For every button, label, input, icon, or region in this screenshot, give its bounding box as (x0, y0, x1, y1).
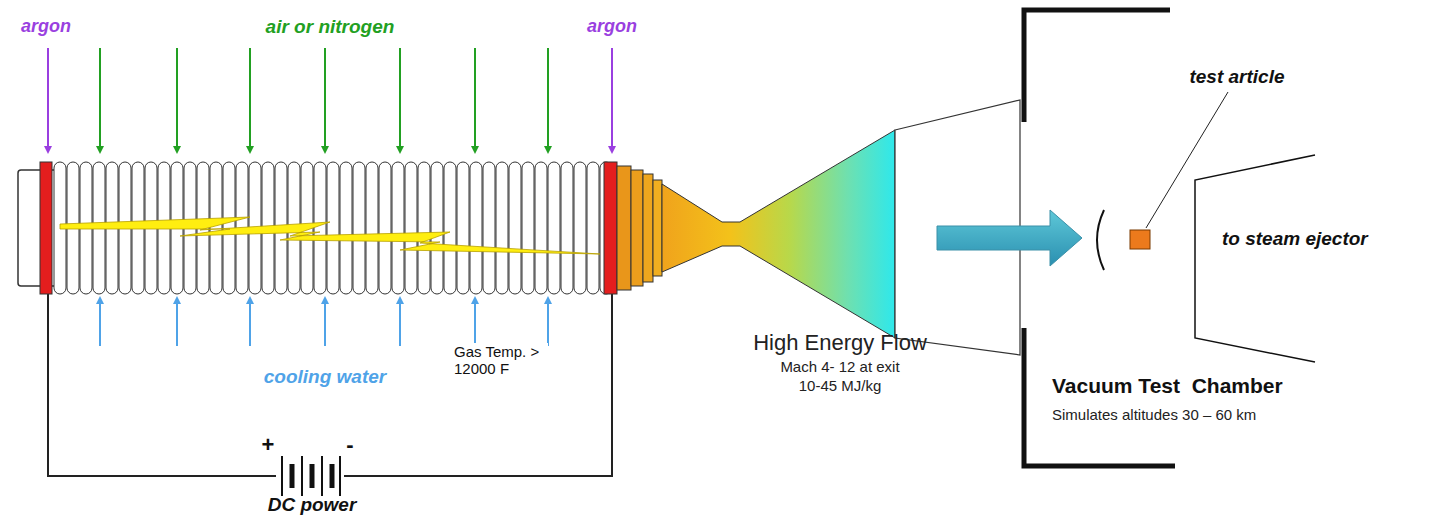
argon-arrow (611, 48, 613, 152)
bow-shock (1097, 210, 1104, 270)
tube-segment (314, 162, 326, 294)
gas-label: air or nitrogen (266, 16, 395, 38)
polarity-sign: + (262, 432, 275, 457)
tube-segment (561, 162, 573, 294)
tube-segment (509, 162, 521, 294)
gas-arrow (324, 48, 326, 152)
flow-note: Mach 4- 12 at exit (780, 358, 899, 375)
polarity-sign: - (346, 432, 353, 457)
flow-note: 10-45 MJ/kg (799, 377, 882, 394)
tube-segment (418, 162, 430, 294)
gas-arrow (249, 48, 251, 152)
temperature-note: Gas Temp. > 12000 F (452, 343, 548, 378)
arc-heater (18, 162, 617, 294)
water-arrow (547, 298, 549, 346)
arc-discharge (60, 217, 600, 254)
tube-segment (470, 162, 482, 294)
flow-note: to steam ejector (1222, 228, 1368, 250)
power-label: DC power (268, 494, 357, 516)
tube-segment (353, 162, 365, 294)
water-arrow (399, 298, 401, 346)
water-arrow (99, 298, 101, 346)
gas-arrow (176, 48, 178, 152)
tube-segment (405, 162, 417, 294)
tube-segment (548, 162, 560, 294)
diffuser (1195, 155, 1315, 362)
gas-label: argon (21, 16, 71, 37)
tube-segment (327, 162, 339, 294)
coolant-label: cooling water (264, 366, 386, 388)
water-arrow (474, 298, 476, 346)
tube-segments (54, 162, 612, 294)
water-arrow (249, 298, 251, 346)
gas-arrow (99, 48, 101, 152)
water-arrow (324, 298, 326, 346)
tube-segment (587, 162, 599, 294)
gas-arrow (399, 48, 401, 152)
tube-segment (366, 162, 378, 294)
tube-segment (392, 162, 404, 294)
tube-segment (496, 162, 508, 294)
leader-line (1146, 92, 1228, 228)
tube-segment (574, 162, 586, 294)
test-article (1130, 230, 1150, 249)
gas-arrow (474, 48, 476, 152)
tube-segment (210, 162, 222, 294)
argon-arrow (47, 48, 49, 152)
gas-arrow (547, 48, 549, 152)
tube-segment (483, 162, 495, 294)
tube-segment (444, 162, 456, 294)
chamber-note: Simulates altitudes 30 – 60 km (1052, 406, 1256, 423)
tube-segment (535, 162, 547, 294)
tube-segment (379, 162, 391, 294)
part-label: test article (1189, 66, 1284, 88)
dc-circuit (48, 292, 612, 476)
tube-segment (522, 162, 534, 294)
water-arrow (176, 298, 178, 346)
battery-symbol (282, 456, 340, 496)
gas-label: argon (587, 16, 637, 37)
chamber-label: Vacuum Test Chamber (1052, 374, 1283, 398)
flow-arrow (937, 210, 1082, 266)
tube-segment (431, 162, 443, 294)
tube-segment (340, 162, 352, 294)
flow-label: High Energy Flow (753, 330, 927, 355)
tube-segment (457, 162, 469, 294)
